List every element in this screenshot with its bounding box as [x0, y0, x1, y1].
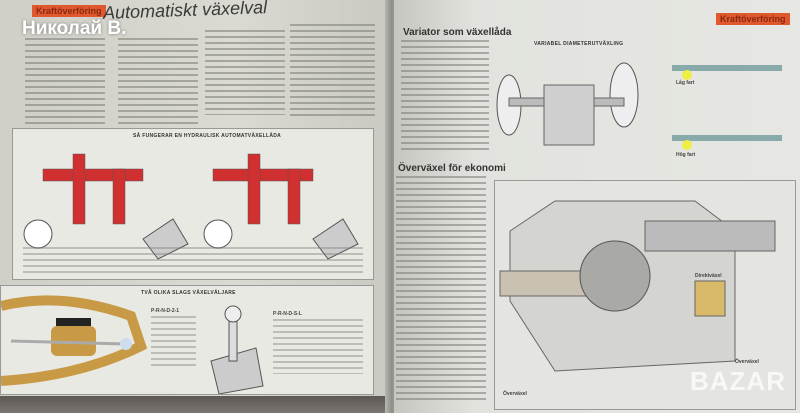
- variator-illustration: [496, 62, 639, 146]
- diagram-caption: TVÅ OLIKA SLAGS VÄXELVÄLJARE: [141, 290, 236, 296]
- selector-text: [151, 316, 196, 366]
- table-surface: [0, 396, 392, 413]
- text-column: [25, 38, 105, 128]
- selector-label: P-R-N-D-2-1: [151, 308, 180, 314]
- right-page: Kraftöverföring Variator som växellåda V…: [394, 0, 800, 413]
- heading-overdrive: Överväxel för ekonomi: [398, 163, 506, 174]
- pulley-illustration: [672, 65, 782, 150]
- seller-username: Николай В.: [22, 18, 127, 39]
- section-tag: Kraftöverföring: [32, 5, 106, 17]
- selector-diagram: TVÅ OLIKA SLAGS VÄXELVÄLJARE P-R-N-D-2-1…: [0, 285, 374, 395]
- text-column: [290, 24, 375, 119]
- section-tag: Kraftöverföring: [716, 13, 790, 25]
- overdrive-label: Överväxel: [735, 359, 759, 365]
- text-column: [118, 38, 198, 128]
- steering-wheel-illustration: [1, 295, 264, 394]
- overdrive-illustration: [499, 200, 776, 372]
- diagram-text: [23, 247, 363, 275]
- direct-gear-label: Direktväxel: [695, 273, 722, 279]
- diagram-caption: SÅ FUNGERAR EN HYDRAULISK AUTOMATVÄXELLÅ…: [133, 133, 282, 139]
- high-speed-label: Hög fart: [676, 152, 696, 158]
- hydraulic-diagram: SÅ FUNGERAR EN HYDRAULISK AUTOMATVÄXELLÅ…: [12, 128, 374, 280]
- selector-label: P-R-N-D-S-L: [273, 311, 302, 317]
- hydraulic-illustration: [23, 153, 359, 260]
- page-title: Automatiskt växelval: [102, 0, 268, 23]
- selector-text: [273, 319, 363, 374]
- overdrive-diagram: Direktväxel Överväxel Överväxel: [494, 180, 796, 410]
- text-column: [396, 176, 486, 401]
- left-page: Kraftöverföring Automatiskt växelval SÅ …: [0, 0, 392, 413]
- heading-variator: Variator som växellåda: [403, 27, 512, 38]
- diagram-caption: VARIABEL DIAMETERUTVÄXLING: [534, 41, 624, 47]
- text-column: [401, 40, 489, 150]
- low-speed-label: Låg fart: [676, 80, 695, 86]
- watermark: BAZAR: [690, 366, 786, 396]
- overdrive-caption: Överväxel: [503, 391, 527, 397]
- text-column: [205, 30, 285, 115]
